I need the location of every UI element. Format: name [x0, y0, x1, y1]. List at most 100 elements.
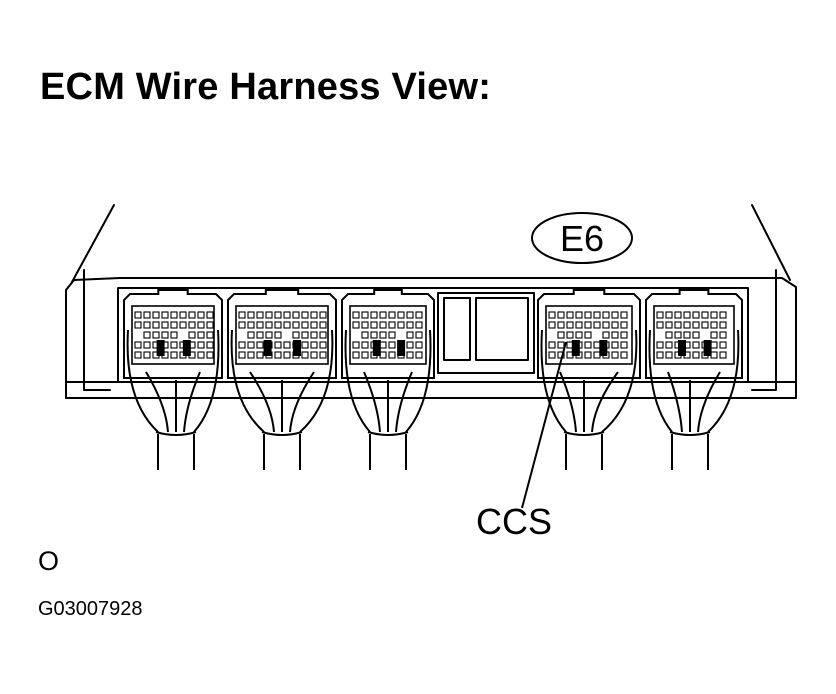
- pin: [310, 341, 318, 349]
- pin: [575, 311, 583, 319]
- pin: [665, 351, 673, 359]
- pin: [388, 321, 396, 329]
- pin: [188, 321, 196, 329]
- pin: [247, 351, 255, 359]
- wire: [363, 371, 381, 433]
- polarizing-key: [372, 340, 381, 356]
- pin: [256, 351, 264, 359]
- pin: [265, 331, 273, 339]
- pin: [620, 351, 628, 359]
- polarizing-key: [571, 340, 580, 356]
- pin: [379, 321, 387, 329]
- pin: [548, 351, 556, 359]
- pin: [247, 311, 255, 319]
- pin: [152, 331, 160, 339]
- pin: [256, 311, 264, 319]
- pin: [283, 311, 291, 319]
- connector-group: [123, 289, 743, 379]
- pin: [310, 321, 318, 329]
- pin: [620, 311, 628, 319]
- pin: [370, 331, 378, 339]
- pin: [692, 331, 700, 339]
- pin: [143, 341, 151, 349]
- pin: [557, 341, 565, 349]
- pin: [665, 321, 673, 329]
- pin: [238, 321, 246, 329]
- pin: [548, 341, 556, 349]
- connector-housing: [645, 289, 743, 379]
- pin: [557, 321, 565, 329]
- pin: [406, 331, 414, 339]
- pin: [283, 341, 291, 349]
- pin: [719, 341, 727, 349]
- pin: [352, 311, 360, 319]
- wire: [145, 371, 169, 433]
- pin: [161, 331, 169, 339]
- pin: [674, 331, 682, 339]
- pin: [575, 331, 583, 339]
- pin: [274, 331, 282, 339]
- pin: [388, 311, 396, 319]
- pin: [197, 311, 205, 319]
- pin: [206, 341, 214, 349]
- pin: [575, 321, 583, 329]
- polarizing-key: [678, 340, 686, 356]
- pin: [361, 341, 369, 349]
- pin: [611, 311, 619, 319]
- polarizing-key: [156, 340, 165, 356]
- pin: [683, 321, 691, 329]
- pin: [611, 341, 619, 349]
- pin: [683, 311, 691, 319]
- pin: [397, 321, 405, 329]
- pin: [319, 321, 327, 329]
- pin: [665, 311, 673, 319]
- pin: [719, 311, 727, 319]
- wire: [126, 329, 159, 433]
- pin: [602, 321, 610, 329]
- pin: [406, 351, 414, 359]
- wire: [299, 329, 334, 433]
- pin: [557, 331, 565, 339]
- pin: [719, 351, 727, 359]
- pin: [406, 341, 414, 349]
- pin: [656, 341, 664, 349]
- pin: [593, 341, 601, 349]
- wire: [667, 371, 683, 433]
- connector-frame: [117, 287, 749, 383]
- pin: [170, 321, 178, 329]
- pin: [274, 311, 282, 319]
- pin: [206, 351, 214, 359]
- pin: [319, 311, 327, 319]
- connector-housing: [227, 289, 337, 379]
- connector-1: [123, 289, 223, 379]
- pin: [415, 341, 423, 349]
- wire: [405, 329, 432, 433]
- pin: [701, 321, 709, 329]
- connector-label: E6: [560, 218, 604, 259]
- pin: [134, 321, 142, 329]
- pin: [197, 321, 205, 329]
- pin: [238, 341, 246, 349]
- pin: [301, 341, 309, 349]
- pin: [692, 311, 700, 319]
- pin: [170, 351, 178, 359]
- pin: [584, 311, 592, 319]
- wire: [601, 329, 638, 433]
- pin: [370, 311, 378, 319]
- pin: [319, 331, 327, 339]
- ecm-body-edge-left: [71, 204, 115, 283]
- wire: [193, 329, 220, 433]
- ecm-housing: [65, 277, 797, 399]
- pin: [593, 351, 601, 359]
- pin: [301, 351, 309, 359]
- pin: [656, 321, 664, 329]
- pin: [247, 331, 255, 339]
- blank-block-left: [443, 297, 471, 361]
- pin: [370, 321, 378, 329]
- pin: [274, 351, 282, 359]
- pin: [406, 321, 414, 329]
- wire: [648, 329, 673, 433]
- connector-housing: [341, 289, 435, 379]
- pin: [197, 351, 205, 359]
- pin: [292, 331, 300, 339]
